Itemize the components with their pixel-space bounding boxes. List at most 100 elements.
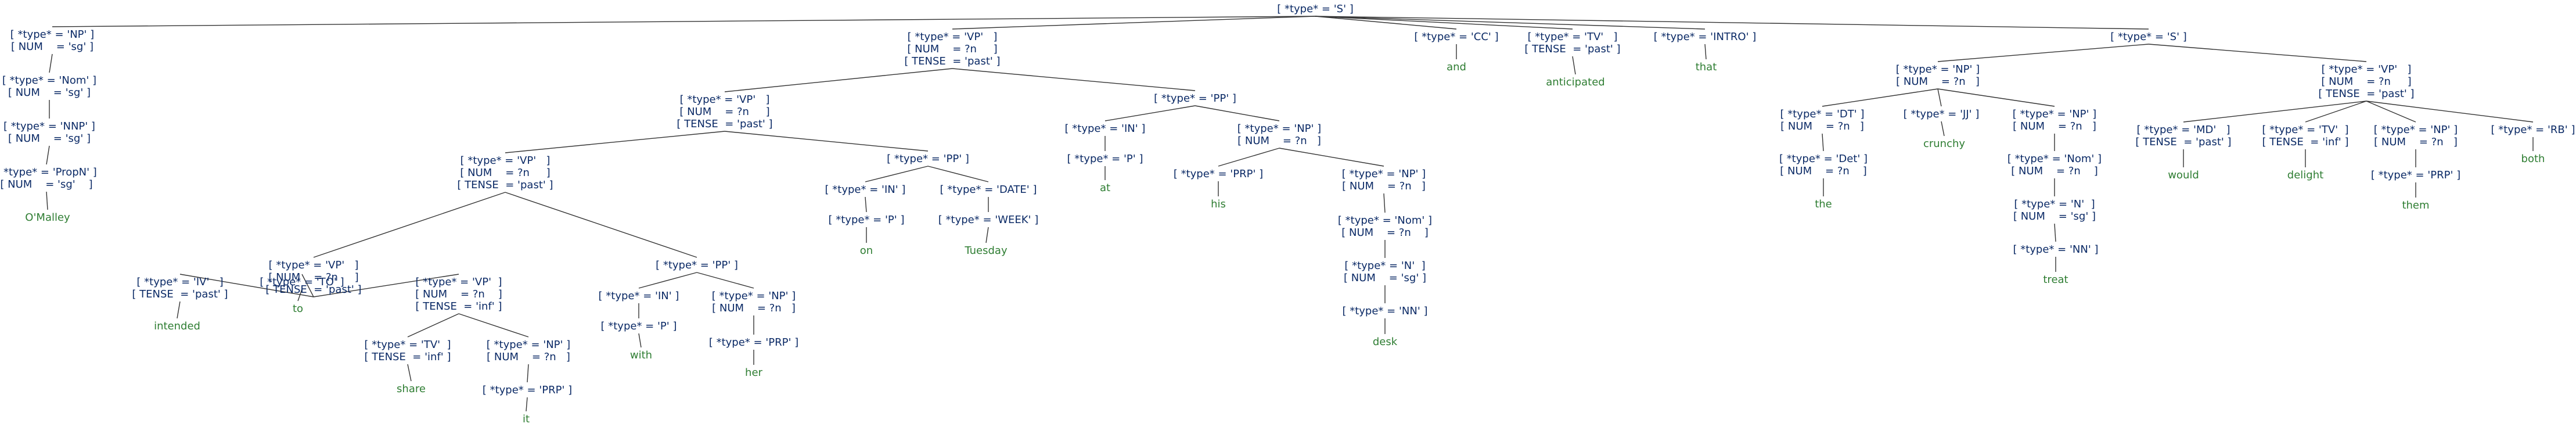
node-feature-line: [ *type* = 'PRP' ]	[709, 336, 798, 349]
tree-edge	[313, 274, 459, 297]
tree-edge	[301, 274, 314, 297]
tree-node-prp3: [ *type* = 'PRP' ]	[1174, 168, 1263, 180]
node-feature-line: [ *type* = 'INTRO' ]	[1654, 31, 1757, 43]
node-feature-line: [ *type* = 'VP' ]	[680, 94, 770, 106]
tree-node-pp2: [ *type* = 'PP' ]	[887, 153, 969, 165]
tree-edge	[179, 274, 314, 297]
tree-edge	[1937, 88, 2055, 107]
tree-node-nn2: [ *type* = 'NN' ]	[2013, 243, 2098, 256]
tree-edge	[526, 397, 528, 412]
tree-node-vp1: [ *type* = 'VP' ][ NUM = ?n ][ TENSE = '…	[904, 31, 1000, 67]
leaf-word-them: them	[2402, 199, 2429, 211]
tree-edge	[1279, 148, 1384, 167]
tree-edge	[952, 68, 1196, 91]
tree-edge	[407, 313, 459, 338]
tree-edge	[638, 333, 642, 348]
leaf-word-crunchy: crunchy	[1923, 138, 1965, 150]
tree-edge	[724, 68, 953, 92]
node-feature-line: [ *type* = 'RB' ]	[2491, 124, 2575, 136]
tree-edge	[313, 192, 506, 258]
tree-node-in3: [ *type* = 'IN' ]	[1065, 123, 1146, 135]
node-feature-line: [ *type* = 'NN' ]	[2013, 243, 2098, 256]
node-feature-line: [ NUM = ?n ]	[679, 106, 769, 118]
leaf-word-share: share	[397, 383, 426, 395]
node-feature-line: [ *type* = 'N' ]	[2014, 198, 2095, 210]
leaf-word-it: it	[523, 413, 530, 425]
tree-node-tv2: [ *type* = 'TV' ][ TENSE = 'past' ]	[1524, 31, 1620, 55]
tree-node-n2: [ *type* = 'N' ][ NUM = 'sg' ]	[2013, 198, 2096, 223]
node-feature-line: [ *type* = 'MD' ]	[2137, 124, 2230, 136]
node-feature-line: [ *type* = 'IN' ]	[1065, 123, 1146, 135]
tree-edge	[505, 192, 697, 258]
tree-node-n1: [ *type* = 'N' ][ NUM = 'sg' ]	[1344, 260, 1426, 284]
tree-edge	[696, 272, 754, 289]
tree-node-vp2: [ *type* = 'VP' ][ NUM = ?n ][ TENSE = '…	[677, 94, 772, 130]
tree-node-np3: [ *type* = 'NP' ][ NUM = ?n ]	[712, 290, 796, 314]
tree-node-S: [ *type* = 'S' ]	[1277, 3, 1354, 15]
node-feature-line: [ TENSE = 'inf' ]	[2262, 136, 2348, 148]
leaf-word-on: on	[860, 245, 873, 257]
node-feature-line: [ *type* = 'NP' ]	[712, 290, 796, 302]
tree-edge	[407, 364, 412, 382]
node-feature-line: [ *type* = 'WEEK' ]	[938, 214, 1038, 226]
node-feature-line: [ *type* = 'PRP' ]	[483, 384, 572, 396]
tree-edge	[1383, 193, 1386, 213]
node-feature-line: [ TENSE = 'past' ]	[265, 284, 361, 296]
tree-node-tv1: [ *type* = 'TV' ][ TENSE = 'inf' ]	[364, 339, 451, 363]
node-feature-line: [ *type* = 'VP' ]	[415, 276, 502, 288]
tree-edge	[1218, 148, 1280, 167]
leaf-word-both: both	[2521, 153, 2545, 165]
tree-edge	[638, 272, 697, 289]
node-feature-line: [ *type* = 'TO' ]	[260, 276, 344, 288]
leaf-word-and: and	[1447, 61, 1466, 73]
node-feature-line: [ *type* = 'PropN' ]	[0, 166, 97, 178]
leaf-word-intended: intended	[154, 320, 200, 332]
tree-node-det1: [ *type* = 'Det' ][ NUM = ?n ]	[1779, 153, 1868, 177]
tree-edge	[46, 145, 50, 165]
node-feature-line: [ *type* = 'NP' ]	[487, 339, 570, 351]
tree-edge	[985, 227, 989, 243]
tree-node-pp1: [ *type* = 'PP' ]	[656, 259, 738, 271]
node-feature-line: [ *type* = 'JJ' ]	[1904, 108, 1980, 120]
node-feature-line: [ NUM = 'sg' ]	[8, 132, 91, 145]
node-feature-line: [ *type* = 'PRP' ]	[1174, 168, 1263, 180]
node-feature-line: [ *type* = 'P' ]	[601, 320, 677, 332]
tree-node-np6: [ *type* = 'NP' ][ NUM = ?n ]	[1896, 63, 1980, 88]
tree-edge	[177, 301, 181, 319]
node-feature-line: [ NUM = ?n ]	[1780, 120, 1864, 132]
tree-edge	[865, 196, 867, 213]
node-feature-line: [ *type* = 'DT' ]	[1780, 108, 1865, 120]
leaf-word-that: that	[1696, 61, 1717, 73]
node-feature-line: [ *type* = 'Nom' ]	[2007, 153, 2102, 165]
node-feature-line: [ NUM = ?n ]	[2374, 136, 2458, 148]
node-feature-line: [ *type* = 'PRP' ]	[2371, 169, 2460, 181]
leaf-word-her: her	[745, 367, 762, 379]
tree-node-vp4: [ *type* = 'VP' ][ NUM = ?n ][ TENSE = '…	[265, 259, 361, 296]
tree-edge	[2366, 101, 2534, 123]
tree-edge	[2054, 223, 2056, 242]
tree-nodes: [ *type* = 'S' ][ *type* = 'NP' ][ NUM =…	[0, 3, 2575, 425]
node-feature-line: [ TENSE = 'past' ]	[904, 55, 1000, 67]
node-feature-line: [ *type* = 'PP' ]	[1154, 92, 1236, 105]
tree-node-vp3: [ *type* = 'VP' ][ NUM = ?n ][ TENSE = '…	[457, 155, 553, 191]
node-feature-line: [ *type* = 'Nom' ]	[1338, 214, 1432, 227]
tree-edge	[1195, 105, 1280, 121]
tree-node-prp2: [ *type* = 'PRP' ]	[709, 336, 798, 349]
node-feature-line: [ *type* = 'DATE' ]	[940, 184, 1037, 196]
tree-edge	[2305, 101, 2367, 123]
node-feature-line: [ TENSE = 'past' ]	[2318, 88, 2414, 100]
leaf-word-with: with	[630, 349, 652, 361]
node-feature-line: [ *type* = 'TV' ]	[2262, 124, 2348, 136]
node-feature-line: [ NUM = 'sg' ]	[8, 87, 91, 99]
node-feature-line: [ NUM = 'sg' ]	[11, 41, 93, 53]
tree-edge	[2366, 101, 2416, 123]
node-feature-line: [ *type* = 'IN' ]	[599, 290, 679, 302]
tree-edge	[2183, 101, 2367, 123]
node-feature-line: [ TENSE = 'past' ]	[132, 288, 228, 300]
tree-node-tv3: [ *type* = 'TV' ][ TENSE = 'inf' ]	[2262, 124, 2348, 148]
tree-edge	[952, 16, 1316, 30]
tree-edge	[1704, 44, 1707, 60]
node-feature-line: [ *type* = 'PP' ]	[656, 259, 738, 271]
tree-node-week1: [ *type* = 'WEEK' ]	[938, 214, 1038, 226]
node-feature-line: [ *type* = 'N' ]	[1344, 260, 1425, 272]
